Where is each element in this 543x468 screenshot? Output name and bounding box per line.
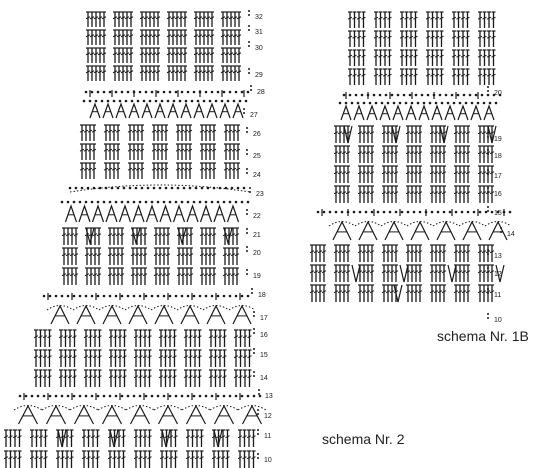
row-number: 28 bbox=[257, 89, 265, 96]
row-number: 20 bbox=[494, 90, 502, 97]
s1b-rows-12-10 bbox=[309, 244, 505, 303]
s2-rows-26-24 bbox=[79, 124, 241, 179]
row-number: 19 bbox=[494, 136, 502, 143]
row-number: 27 bbox=[250, 112, 258, 119]
s2-row-17 bbox=[46, 304, 256, 325]
row-number: 15 bbox=[494, 210, 502, 217]
row-number: 29 bbox=[255, 72, 263, 79]
row-number: 15 bbox=[260, 352, 268, 359]
row-number: 17 bbox=[494, 173, 502, 180]
s1b-row-20 bbox=[342, 92, 502, 99]
row-number: 18 bbox=[494, 153, 502, 160]
row-number: 31 bbox=[255, 29, 263, 36]
row-number: 30 bbox=[255, 45, 263, 52]
row-number: 23 bbox=[256, 191, 264, 198]
s2-rows-16-14 bbox=[33, 329, 252, 387]
s2-row-28 bbox=[84, 90, 250, 97]
row-number: 17 bbox=[260, 315, 268, 322]
s2-row-numbers: 32 31 30 29 28 27 26 25 24 23 22 21 20 19 18 17 16 15 14 13… bbox=[243, 10, 273, 464]
row-number: 10 bbox=[264, 457, 272, 464]
schema-1b-caption: schema Nr. 1B bbox=[437, 328, 529, 344]
row-number: 12 bbox=[494, 271, 502, 278]
s1b-top-block bbox=[347, 11, 496, 85]
row-number: 20 bbox=[253, 250, 261, 257]
row-number: 32 bbox=[255, 14, 263, 21]
schema-2-caption: schema Nr. 2 bbox=[322, 431, 405, 447]
s1b-row-14 bbox=[316, 209, 512, 216]
row-number: 16 bbox=[494, 191, 502, 198]
row-number: 24 bbox=[253, 172, 261, 179]
s1b-row-13 bbox=[328, 220, 512, 241]
s2-top-block bbox=[85, 11, 242, 81]
schema-1b-diagram: 20 19 18 17 16 15 14 13 12 11 10 bbox=[309, 11, 515, 324]
s2-rows-21-19 bbox=[61, 227, 240, 285]
row-number: 25 bbox=[253, 153, 261, 160]
row-number: 11 bbox=[494, 292, 501, 299]
schema-2-diagram: 32 31 30 29 28 27 26 25 24 23 22 21 20 19 18 17 16 15 14 13… bbox=[3, 10, 273, 468]
row-number: 22 bbox=[253, 213, 261, 220]
row-number: 14 bbox=[507, 231, 515, 238]
row-number: 12 bbox=[264, 413, 272, 420]
s2-row-22 bbox=[60, 200, 250, 223]
s2-rows-11-10 bbox=[3, 429, 256, 468]
s1b-row-numbers: 20 19 18 17 16 15 14 13 12 11 10 bbox=[487, 86, 515, 324]
row-number: 18 bbox=[258, 292, 266, 299]
s2-row-13 bbox=[18, 393, 262, 400]
row-number: 21 bbox=[253, 232, 261, 239]
s1b-rows-18-15 bbox=[333, 125, 497, 203]
s2-row-27 bbox=[82, 99, 248, 119]
s2-row-12 bbox=[13, 404, 267, 425]
s2-row-18 bbox=[42, 293, 250, 300]
row-number: 19 bbox=[253, 273, 261, 280]
s1b-row-19 bbox=[338, 101, 498, 121]
row-number: 10 bbox=[494, 317, 502, 324]
row-number: 13 bbox=[494, 253, 502, 260]
row-number: 16 bbox=[260, 332, 268, 339]
s2-row-23 bbox=[68, 184, 251, 193]
row-number: 26 bbox=[253, 131, 261, 138]
row-number: 13 bbox=[265, 393, 273, 400]
row-number: 14 bbox=[260, 375, 268, 382]
row-number: 11 bbox=[264, 433, 271, 440]
